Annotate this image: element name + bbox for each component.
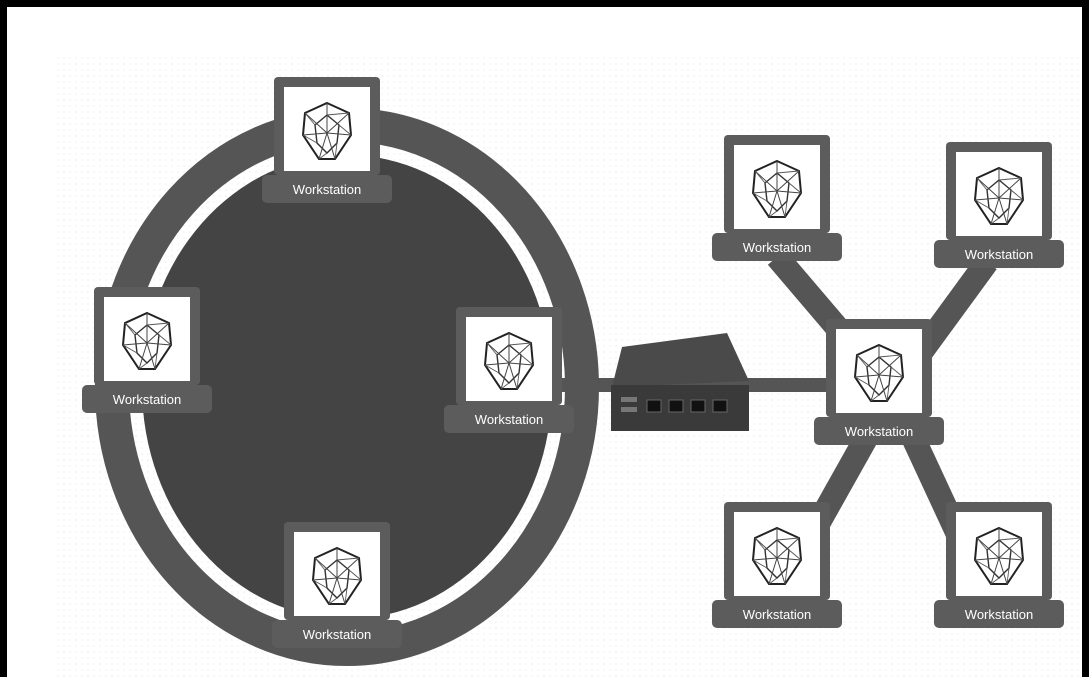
switch-port: [668, 399, 684, 413]
switch-port: [646, 399, 662, 413]
nodes-layer: WorkstationWorkstationWorkstationWorksta…: [82, 77, 1064, 648]
laptop-base: [444, 405, 574, 433]
geometric-shield-logo: [853, 343, 905, 402]
switch-port: [712, 399, 728, 413]
laptop-base: [934, 600, 1064, 628]
laptop-base: [262, 175, 392, 203]
workstation-label: Workstation: [113, 392, 181, 407]
workstation-label: Workstation: [743, 607, 811, 622]
star-workstation-top-left[interactable]: Workstation: [712, 135, 842, 261]
geometric-shield-logo: [973, 166, 1025, 225]
workstation-label: Workstation: [845, 424, 913, 439]
star-workstation-top-right[interactable]: Workstation: [934, 142, 1064, 268]
ring-workstation-top[interactable]: Workstation: [262, 77, 392, 203]
network-topology-diagram: WorkstationWorkstationWorkstationWorksta…: [57, 57, 1082, 677]
workstation-label: Workstation: [303, 627, 371, 642]
star-hub-workstation[interactable]: Workstation: [814, 319, 944, 445]
workstation-label: Workstation: [475, 412, 543, 427]
switch-led: [621, 397, 637, 402]
star-workstation-bottom-left[interactable]: Workstation: [712, 502, 842, 628]
laptop-base: [82, 385, 212, 413]
laptop-base: [712, 233, 842, 261]
workstation-label: Workstation: [965, 607, 1033, 622]
switch-layer: [611, 333, 749, 431]
laptop-base: [934, 240, 1064, 268]
geometric-shield-logo: [751, 159, 803, 218]
ring-workstation-right[interactable]: Workstation: [444, 307, 574, 433]
switch-led: [621, 407, 637, 412]
geometric-shield-logo: [301, 101, 353, 160]
geometric-shield-logo: [973, 526, 1025, 585]
ring-inner-fill: [142, 155, 552, 619]
geometric-shield-logo: [483, 331, 535, 390]
switch-top: [612, 333, 749, 387]
geometric-shield-logo: [751, 526, 803, 585]
ring-workstation-bottom[interactable]: Workstation: [272, 522, 402, 648]
laptop-base: [712, 600, 842, 628]
geometric-shield-logo: [311, 546, 363, 605]
ring-workstation-left[interactable]: Workstation: [82, 287, 212, 413]
switch-port: [690, 399, 706, 413]
laptop-base: [272, 620, 402, 648]
workstation-label: Workstation: [293, 182, 361, 197]
laptop-base: [814, 417, 944, 445]
workstation-label: Workstation: [743, 240, 811, 255]
workstation-label: Workstation: [965, 247, 1033, 262]
network-switch-icon: [611, 333, 749, 431]
star-workstation-bottom-right[interactable]: Workstation: [934, 502, 1064, 628]
geometric-shield-logo: [121, 311, 173, 370]
